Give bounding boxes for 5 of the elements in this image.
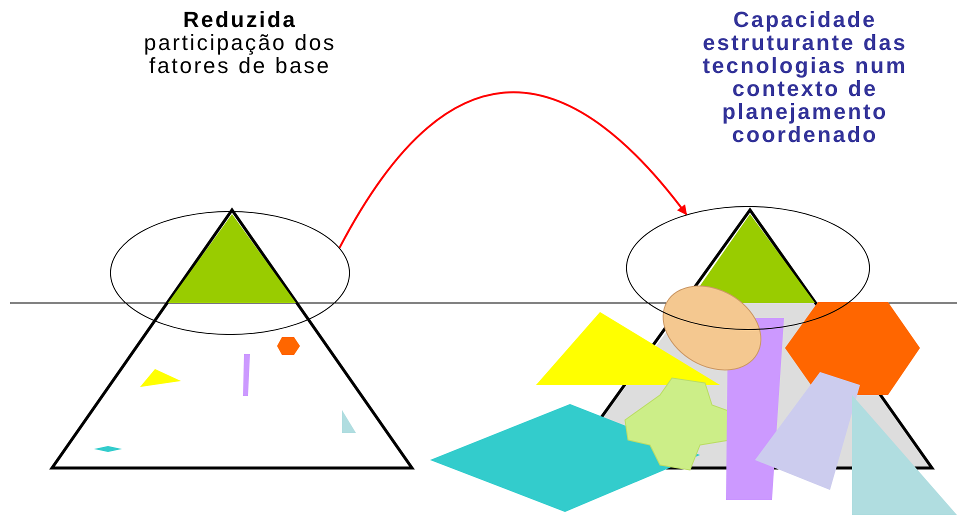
curved-arrow	[338, 92, 688, 248]
heading-text: Reduzida participação dos fatores de base	[142, 8, 338, 78]
ellipse-outline	[626, 206, 870, 330]
heading-text: Capacidade estruturante das tecnologias num contexto de planejamento coordenado	[702, 8, 908, 147]
ellipse-outline	[110, 211, 350, 335]
